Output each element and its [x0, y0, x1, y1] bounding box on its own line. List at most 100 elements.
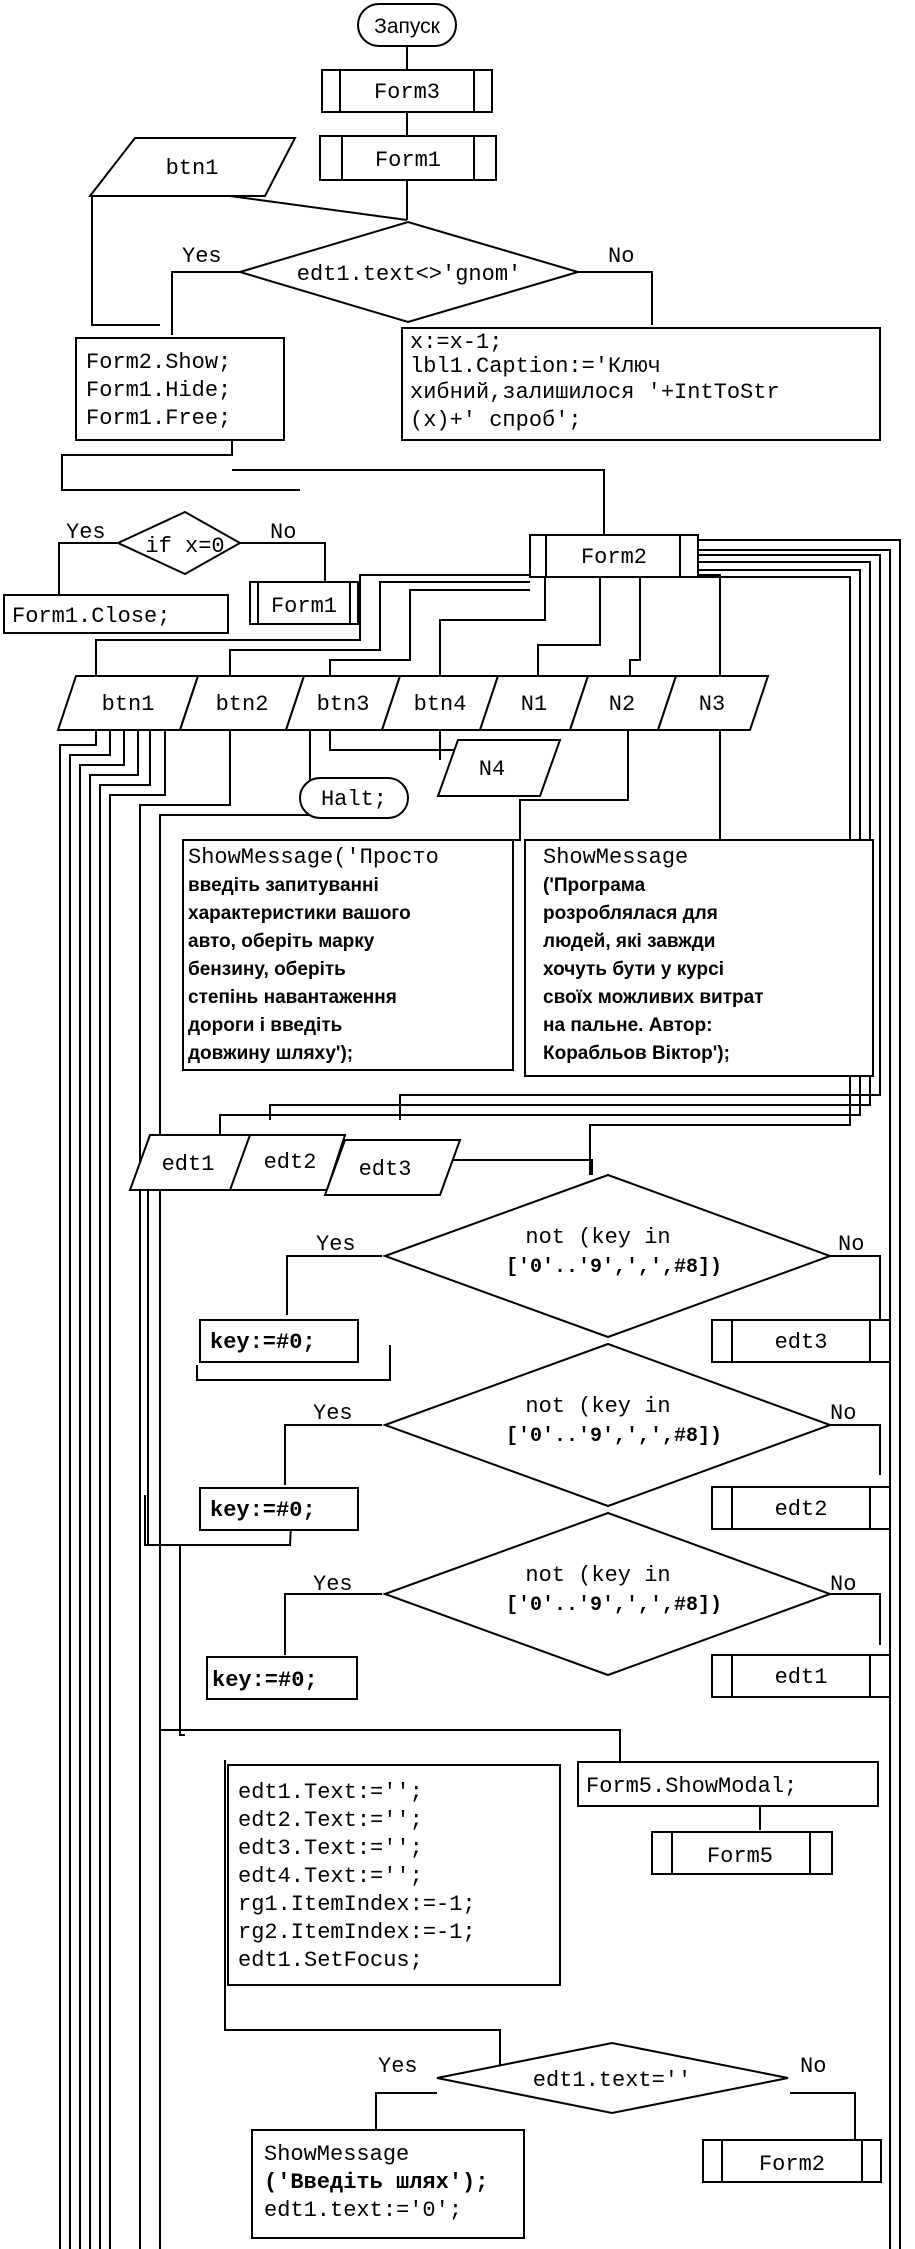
form5-label: Form5 — [707, 1844, 773, 1869]
show-line-1: Form2.Show; — [86, 350, 231, 375]
decision-gnom-no: No — [608, 244, 634, 269]
key-check-edt1: not (key in ['0'..'9',',',#8]) Yes No — [313, 1511, 856, 1677]
key-line-3: хибний,залишилося '+IntToStr — [410, 380, 780, 405]
clear-line-7: edt1.SetFocus; — [238, 1948, 423, 1973]
key-reset-2-label: key:=#0; — [210, 1498, 316, 1523]
clear-line-1: edt1.Text:=''; — [238, 1780, 423, 1805]
show-line-3: Form1.Free; — [86, 406, 231, 431]
msg1-line-3: характеристики вашого — [188, 903, 411, 924]
connector-lines — [58, 46, 901, 2249]
decision-empty-no: No — [800, 2054, 826, 2079]
key-reset-1: key:=#0; — [199, 1319, 359, 1363]
msg1-line-5: бензину, оберіть — [188, 959, 346, 980]
about-message-block: ShowMessage ('Програма розроблялася для … — [524, 839, 874, 1077]
msg1-line-4: авто, оберіть марку — [188, 931, 375, 952]
msg1-line-6: степінь навантаження — [188, 987, 397, 1008]
msg1-line-7: дороги і введіть — [188, 1015, 342, 1036]
show-line-2: Form1.Hide; — [86, 378, 231, 403]
edt-io-3: edt3 — [359, 1157, 412, 1182]
key-check-edt2-yes: Yes — [313, 1401, 353, 1426]
key-check-edt2-line1: not (key in — [525, 1394, 670, 1419]
key-check-edt1-line1: not (key in — [525, 1563, 670, 1588]
form1-close-block: Form1.Close; — [3, 594, 229, 634]
decision-gnom: edt1.text<>'gnom' Yes No — [182, 220, 634, 324]
key-check-edt3: not (key in ['0'..'9',',',#8]) Yes No — [316, 1173, 864, 1339]
decision-x-zero: if x=0 Yes No — [66, 510, 296, 576]
edt3-subroutine: edt3 — [711, 1319, 891, 1363]
msg3-line-1: ShowMessage — [264, 2142, 409, 2167]
key-line-2: lbl1.Caption:='Ключ — [410, 354, 661, 379]
msg2-line-5: хочуть бути у курсі — [543, 959, 724, 980]
n4-io: N4 — [436, 739, 562, 797]
decision-x-no: No — [270, 520, 296, 545]
io-n1: N1 — [521, 692, 547, 717]
form1-close-label: Form1.Close; — [12, 604, 170, 629]
key-reset-3: key:=#0; — [206, 1656, 358, 1700]
form5-show-label: Form5.ShowModal; — [586, 1774, 797, 1799]
msg3-line-2: ('Введіть шлях'); — [264, 2170, 488, 2195]
key-check-edt3-line1: not (key in — [525, 1225, 670, 1250]
start-label: Запуск — [374, 15, 440, 38]
key-reset-1-label: key:=#0; — [210, 1330, 316, 1355]
key-check-edt3-line2: ['0'..'9',',',#8]) — [506, 1256, 722, 1279]
form2-label: Form2 — [581, 545, 647, 570]
show-form2-block: Form2.Show; Form1.Hide; Form1.Free; — [75, 337, 285, 441]
key-reset-2: key:=#0; — [199, 1487, 359, 1531]
btn1-top-io: btn1 — [87, 137, 297, 197]
key-check-edt1-yes: Yes — [313, 1572, 353, 1597]
msg1-line-8: довжину шляху'); — [188, 1043, 353, 1064]
halt-label: Halt; — [321, 787, 387, 812]
clear-line-6: rg2.ItemIndex:=-1; — [238, 1920, 476, 1945]
msg1-line-2: введіть запитуванні — [188, 875, 379, 896]
msg1-line-1: ShowMessage('Просто — [188, 845, 439, 870]
start-terminal: Запуск — [357, 3, 457, 47]
clear-line-3: edt3.Text:=''; — [238, 1836, 423, 1861]
form2-end-label: Form2 — [759, 2152, 825, 2177]
edt1-sub-label: edt1 — [775, 1665, 828, 1690]
io-btn4: btn4 — [414, 692, 467, 717]
io-btn1: btn1 — [102, 692, 155, 717]
io-n2: N2 — [609, 692, 635, 717]
io-btn3: btn3 — [317, 692, 370, 717]
form1-mid-subroutine: Form1 — [249, 581, 359, 625]
key-check-edt2-line2: ['0'..'9',',',#8]) — [506, 1425, 722, 1448]
decision-empty-path: edt1.text='' Yes No — [378, 2041, 826, 2115]
key-check-edt1-line2: ['0'..'9',',',#8]) — [506, 1594, 722, 1617]
edt-io-1: edt1 — [162, 1152, 215, 1177]
form3-label: Form3 — [374, 80, 440, 105]
decision-gnom-yes: Yes — [182, 244, 222, 269]
form2-subroutine: Form2 — [529, 534, 699, 578]
enter-path-message-block: ShowMessage ('Введіть шлях'); edt1.text:… — [251, 2129, 525, 2239]
key-line-4: (x)+' спроб'; — [410, 408, 582, 433]
form1-mid-label: Form1 — [271, 594, 337, 619]
key-check-edt3-no: No — [838, 1232, 864, 1257]
form1-top-label: Form1 — [375, 148, 441, 173]
key-check-edt2-no: No — [830, 1401, 856, 1426]
wrong-key-block: x:=x-1; lbl1.Caption:='Ключ хибний,залиш… — [401, 327, 881, 441]
help-message-block: ShowMessage('Просто введіть запитуванні … — [182, 839, 514, 1071]
form2-end-subroutine: Form2 — [702, 2139, 882, 2183]
msg2-line-8: Корабльов Віктор'); — [543, 1043, 730, 1064]
decision-empty-cond: edt1.text='' — [533, 2068, 691, 2093]
io-n3: N3 — [699, 692, 725, 717]
key-line-1: x:=x-1; — [410, 330, 502, 355]
edt2-subroutine: edt2 — [711, 1486, 891, 1530]
clear-line-4: edt4.Text:=''; — [238, 1864, 423, 1889]
msg2-line-3: розроблялася для — [543, 903, 718, 924]
key-check-edt2: not (key in ['0'..'9',',',#8]) Yes No — [313, 1342, 856, 1508]
key-reset-3-label: key:=#0; — [212, 1668, 318, 1693]
edt-io-2: edt2 — [264, 1150, 317, 1175]
n4-label: N4 — [479, 757, 505, 782]
msg2-line-7: на пальне. Автор: — [543, 1015, 712, 1036]
clear-line-5: rg1.ItemIndex:=-1; — [238, 1892, 476, 1917]
form3-subroutine: Form3 — [321, 69, 493, 113]
halt-terminal: Halt; — [299, 777, 409, 819]
form1-top-subroutine: Form1 — [319, 135, 497, 181]
form5-show-block: Form5.ShowModal; — [577, 1761, 879, 1807]
msg2-line-4: людей, які завжди — [543, 931, 715, 952]
form5-subroutine: Form5 — [651, 1831, 833, 1875]
decision-gnom-cond: edt1.text<>'gnom' — [297, 262, 521, 287]
io-btn2: btn2 — [216, 692, 269, 717]
msg2-line-6: своїх можливих витрат — [543, 987, 764, 1008]
